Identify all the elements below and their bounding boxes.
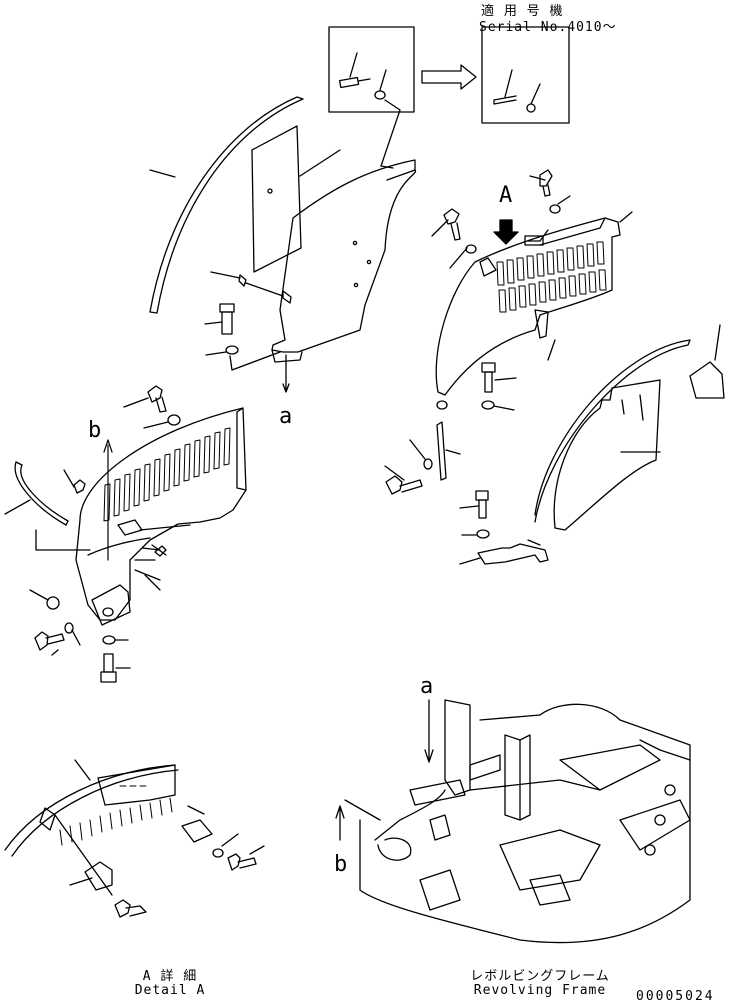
frame-ref-b-label: b [334,852,348,877]
detail-a-drawing [4,759,265,918]
upper-right-cover-group [384,169,633,565]
middle-left-cover-group [4,385,247,683]
ref-b-label: b [88,418,102,443]
revolving-frame-drawing [335,699,691,944]
right-seal-parts [534,324,725,531]
revolving-frame-caption-jp: レボルビングフレーム [470,969,610,984]
detail-a-caption-jp: A 詳 細 [142,969,198,984]
serial-number-label: Serial No.4010～ [479,20,617,35]
detail-a-caption-en: Detail A [134,983,206,998]
change-arrow [421,64,477,90]
applicable-serial-jp: 適 用 号 機 [481,4,564,19]
frame-ref-a-label: a [420,674,434,699]
ref-a-label: a [279,404,293,429]
upper-left-cover-group [149,96,417,393]
revolving-frame-caption-en: Revolving Frame [473,983,607,998]
drawing-number: 00005024 [636,989,715,1004]
new-bolt-box [481,26,570,124]
view-a-label: A [499,183,513,208]
old-bolt-box [328,26,415,113]
